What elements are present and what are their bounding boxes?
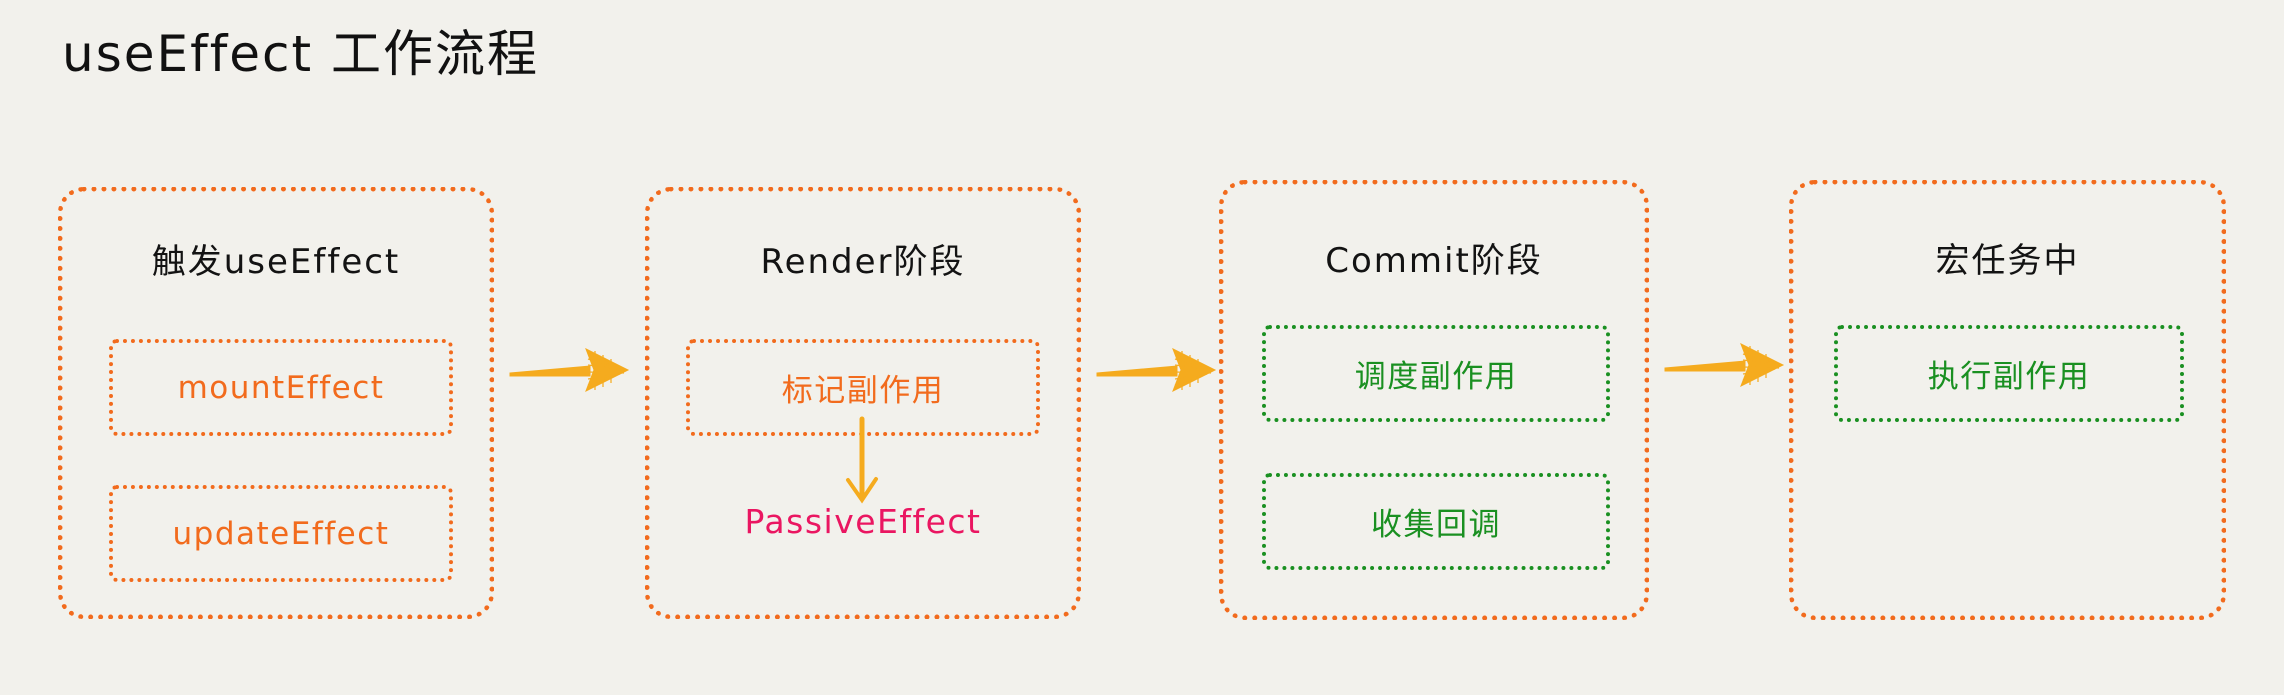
chip-label-collect-callback: 收集回调 xyxy=(1371,507,1501,543)
chip-schedule-effect[interactable]: 调度副作用 xyxy=(1262,325,1610,422)
arrow-commit-to-macrotask xyxy=(1663,337,1787,393)
chip-label-mark-effect: 标记副作用 xyxy=(781,373,945,409)
chip-run-effect[interactable]: 执行副作用 xyxy=(1834,325,2184,422)
chip-mount-effect[interactable]: mountEffect xyxy=(109,339,453,436)
chip-label-mount-effect: mountEffect xyxy=(177,369,385,406)
stage-box-trigger[interactable]: 触发useEffect mountEffect updateEffect xyxy=(58,187,494,619)
stage-title-render: Render阶段 xyxy=(760,242,966,282)
chip-update-effect[interactable]: updateEffect xyxy=(109,485,453,582)
stage-title-trigger: 触发useEffect xyxy=(151,242,401,282)
stage-box-commit[interactable]: Commit阶段 调度副作用 收集回调 xyxy=(1219,180,1649,620)
chip-label-update-effect: updateEffect xyxy=(172,515,390,552)
stage-title-commit: Commit阶段 xyxy=(1325,241,1543,281)
stage-box-macrotask[interactable]: 宏任务中 执行副作用 xyxy=(1789,180,2226,620)
label-passive-effect: PassiveEffect xyxy=(744,502,982,541)
chip-label-run-effect: 执行副作用 xyxy=(1927,359,2091,395)
page-title: useEffect 工作流程 xyxy=(62,25,540,83)
arrow-trigger-to-render xyxy=(508,342,632,398)
arrow-mark-to-passive xyxy=(838,416,886,510)
stage-title-macrotask: 宏任务中 xyxy=(1935,241,2080,281)
arrow-render-to-commit xyxy=(1095,342,1219,398)
chip-collect-callback[interactable]: 收集回调 xyxy=(1262,473,1610,570)
chip-label-schedule-effect: 调度副作用 xyxy=(1354,359,1518,395)
stage-box-render[interactable]: Render阶段 标记副作用 PassiveEffect xyxy=(645,187,1081,619)
